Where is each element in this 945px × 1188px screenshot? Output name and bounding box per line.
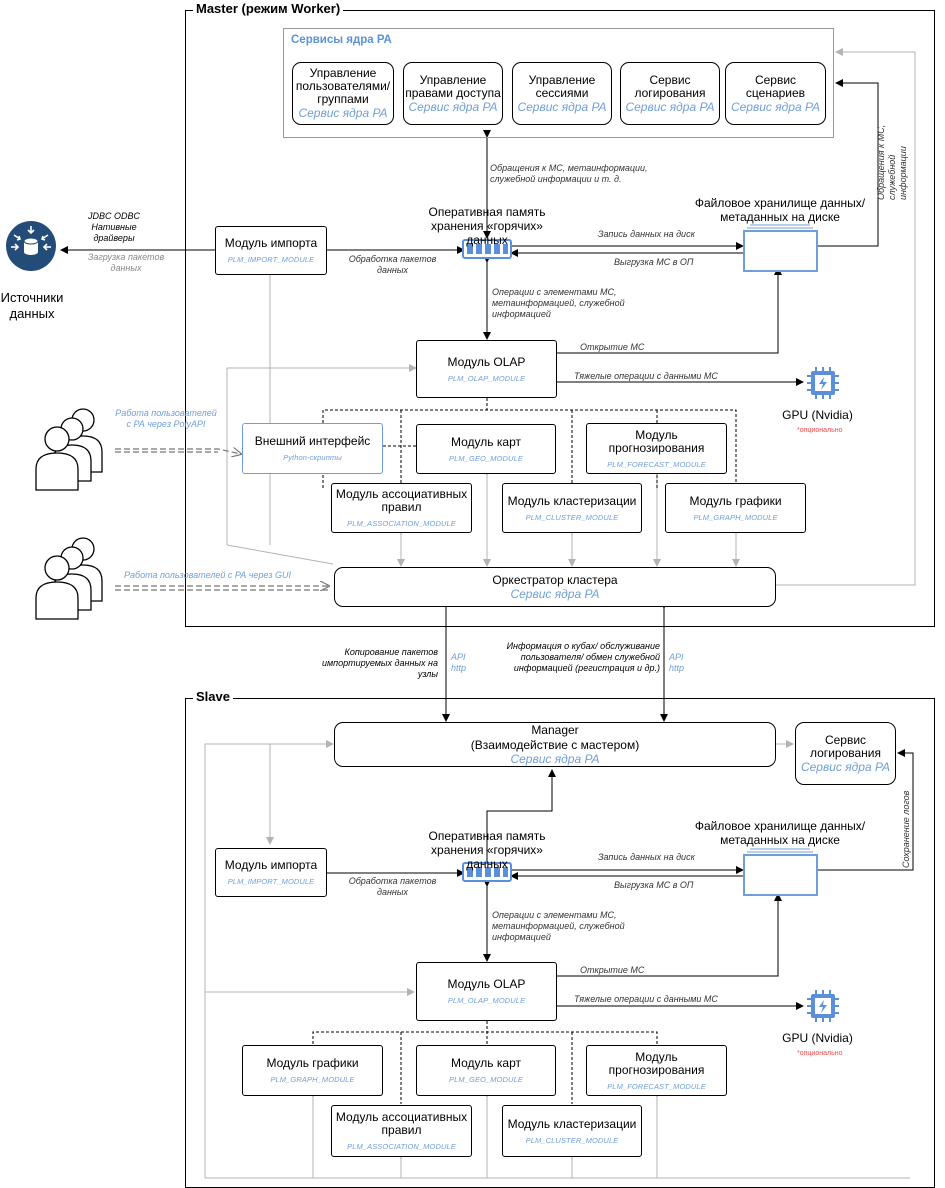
slave-frame-title: Slave (193, 689, 233, 704)
slave-logging-service[interactable]: Сервис логирования Сервис ядра РА (795, 722, 896, 785)
database-sources-icon (6, 221, 56, 271)
users-group-icon (35, 408, 103, 491)
ram-icon (462, 239, 512, 259)
slave-association-module[interactable]: Модуль ассоциативных правил PLM_ASSOCIAT… (331, 1105, 472, 1157)
label-info-cubes: Информация о кубах/ обслуживание пользов… (506, 641, 660, 673)
slave-gpu-optional-note: *опционально (797, 1050, 843, 1057)
label-ms-requests-right: Обращения к МС, служебной информации (876, 124, 908, 200)
storage-title: Файловое хранилище данных/метаданных на … (694, 196, 866, 224)
manager-service[interactable]: Manager (Взаимодействие с мастером) Серв… (334, 722, 776, 767)
gpu-chip-icon (807, 990, 839, 1022)
arrow-olap-storage (557, 267, 782, 354)
forecast-module[interactable]: Модуль прогнозирования PLM_FORECAST_MODU… (586, 423, 727, 474)
master-frame (185, 10, 935, 627)
slave-label-open-ms: Открытие МС (580, 965, 645, 975)
ram-title: Оперативная память хранения «горячих» да… (428, 205, 546, 247)
slave-gpu-title: GPU (Nvidia) (782, 1031, 853, 1045)
core-service-logging[interactable]: Сервис логирования Сервис ядра РА (620, 62, 720, 125)
label-import-processing: Обработка пакетов данных (348, 254, 437, 275)
label-operations: Операции с элементами МС, метаинформацие… (492, 287, 625, 319)
label-copy-packets: Копирование пакетов импортируемых данных… (322, 647, 439, 679)
slave-label-write-disk: Запись данных на диск (598, 852, 695, 862)
label-api-left: API http (451, 652, 467, 673)
gpu-title: GPU (Nvidia) (782, 408, 853, 422)
sources-title: Источники данных (0, 290, 64, 321)
slave-graph-module[interactable]: Модуль графики PLM_GRAPH_MODULE (242, 1045, 383, 1096)
core-service-access[interactable]: Управление правами доступа Сервис ядра Р… (403, 62, 503, 125)
slave-label-unload-ms: Выгрузка МС в ОП (614, 880, 694, 890)
slave-import-module[interactable]: Модуль импорта PLM_IMPORT_MODULE (215, 848, 327, 897)
master-frame-title: Master (режим Worker) (193, 1, 344, 16)
label-unload-ms: Выгрузка МС в ОП (614, 257, 694, 267)
label-write-disk: Запись данных на диск (598, 229, 695, 239)
graph-module[interactable]: Модуль графики PLM_GRAPH_MODULE (665, 483, 806, 533)
slave-label-save-logs: Сохранение логов (901, 790, 911, 868)
maps-module[interactable]: Модуль карт PLM_GEO_MODULE (416, 424, 556, 474)
arrow-ram-manager (486, 769, 556, 862)
slave-olap-module[interactable]: Модуль OLAP PLM_OLAP_MODULE (416, 962, 557, 1021)
slave-cluster-module[interactable]: Модуль кластеризации PLM_CLUSTER_MODULE (502, 1105, 642, 1157)
import-module[interactable]: Модуль импорта PLM_IMPORT_MODULE (215, 226, 327, 275)
slave-forecast-module[interactable]: Модуль прогнозирования PLM_FORECAST_MODU… (586, 1045, 727, 1096)
cluster-orchestrator[interactable]: Оркестратор кластера Сервис ядра РА (334, 567, 776, 607)
slave-storage-title: Файловое хранилище данных/метаданных на … (694, 819, 866, 847)
slave-label-heavy-ops: Тяжелые операции с данными МС (574, 994, 718, 1004)
storage-icon (743, 224, 818, 272)
ram-icon (462, 862, 512, 882)
label-gui: Работа пользователей с РА через GUI (124, 570, 291, 580)
gpu-optional-note: *опционально (797, 427, 843, 434)
label-drivers: JDBC ODBC Нативные драйверы (87, 211, 140, 243)
label-polyapi: Работа пользователей с РА через PolyAPI (115, 408, 217, 429)
storage-icon (743, 848, 818, 896)
grey-orch-core (776, 48, 916, 586)
cluster-module[interactable]: Модуль кластеризации PLM_CLUSTER_MODULE (502, 483, 642, 533)
slave-maps-module[interactable]: Модуль карт PLM_GEO_MODULE (416, 1045, 556, 1096)
label-load-packets: Загрузка пакетов данных (87, 252, 165, 273)
core-service-sessions[interactable]: Управление сессиями Сервис ядра РА (512, 62, 612, 125)
label-heavy-ops: Тяжелые операции с данными МС (574, 371, 718, 381)
grey-to-olap (226, 364, 417, 545)
users-group-icon (35, 537, 103, 620)
olap-module[interactable]: Модуль OLAP PLM_OLAP_MODULE (416, 340, 557, 398)
slave-label-import-processing: Обработка пакетов данных (348, 876, 437, 897)
label-ms-requests: Обращения к МС, метаинформации, служебно… (490, 163, 648, 184)
label-api-right: API http (669, 652, 685, 673)
slave-label-operations: Операции с элементами МС, метаинформацие… (492, 910, 625, 942)
arrow-storage-core (817, 79, 879, 247)
core-service-users[interactable]: Управление пользователями/ группами Серв… (292, 62, 394, 125)
core-services-group (283, 28, 834, 138)
label-open-ms: Открытие МС (580, 342, 645, 352)
core-services-title: Сервисы ядра РА (291, 34, 392, 46)
gpu-chip-icon (807, 367, 839, 399)
core-service-scenarios[interactable]: Сервис сценариев Сервис ядра РА (725, 62, 826, 125)
association-module[interactable]: Модуль ассоциативных правил PLM_ASSOCIAT… (331, 483, 472, 533)
slave-ram-title: Оперативная память хранения «горячих» да… (428, 829, 546, 871)
external-interface[interactable]: Внешний интерфейс Python-скрипты (242, 423, 383, 474)
